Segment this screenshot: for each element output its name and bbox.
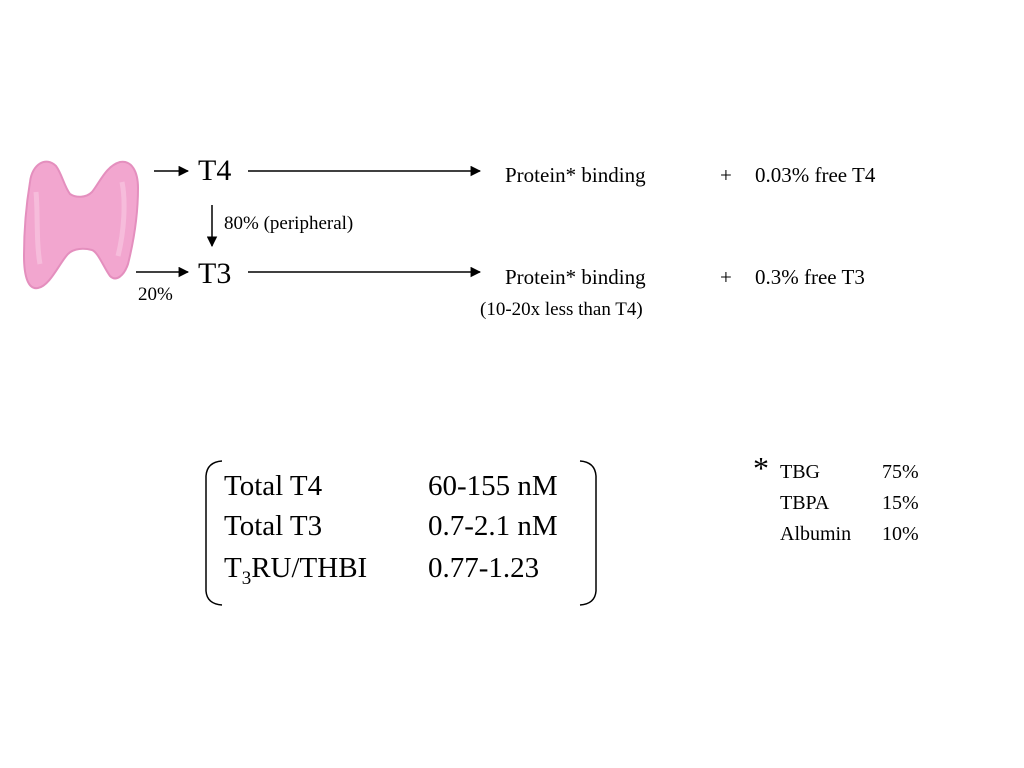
ref-row-t3ru-prefix: T — [224, 552, 242, 584]
t3-binding-label: Protein* binding — [505, 265, 646, 289]
t4-binding-label: Protein* binding — [505, 163, 646, 187]
thyroid-gland-icon — [22, 160, 140, 290]
ref-row-total-t3-name: Total T3 — [224, 510, 323, 542]
ref-row-t3ru-subscript: 3 — [241, 567, 252, 589]
t4-free-label: 0.03% free T4 — [755, 163, 876, 187]
ref-row-total-t4-range: 60-155 nM — [428, 470, 558, 502]
t3-label: T3 — [198, 257, 232, 290]
ref-row-t3ru-name: T3RU/THBI — [224, 552, 367, 590]
conversion-label: 80% (peripheral) — [224, 213, 354, 234]
ref-row-t3ru-suffix: RU/THBI — [251, 552, 368, 584]
binding-albumin-name: Albumin — [780, 523, 852, 545]
t3-binding-note: (10-20x less than T4) — [480, 299, 643, 320]
binding-tbg-percent: 75% — [882, 461, 919, 483]
binding-tbg-name: TBG — [780, 461, 820, 483]
t4-plus-sign: + — [720, 163, 732, 187]
binding-tbpa-name: TBPA — [780, 492, 830, 514]
binding-asterisk: * — [753, 450, 769, 486]
binding-albumin-percent: 10% — [882, 523, 919, 545]
t3-free-label: 0.3% free T3 — [755, 265, 865, 289]
ref-row-total-t3-range: 0.7-2.1 nM — [428, 510, 558, 542]
reference-bracket-left — [205, 460, 223, 606]
t4-label: T4 — [198, 154, 232, 187]
reference-bracket-right — [579, 460, 597, 606]
binding-tbpa-percent: 15% — [882, 492, 919, 514]
direct-secretion-label: 20% — [138, 284, 173, 305]
ref-row-t3ru-range: 0.77-1.23 — [428, 552, 540, 584]
t3-plus-sign: + — [720, 265, 732, 289]
ref-row-total-t4-name: Total T4 — [224, 470, 323, 502]
